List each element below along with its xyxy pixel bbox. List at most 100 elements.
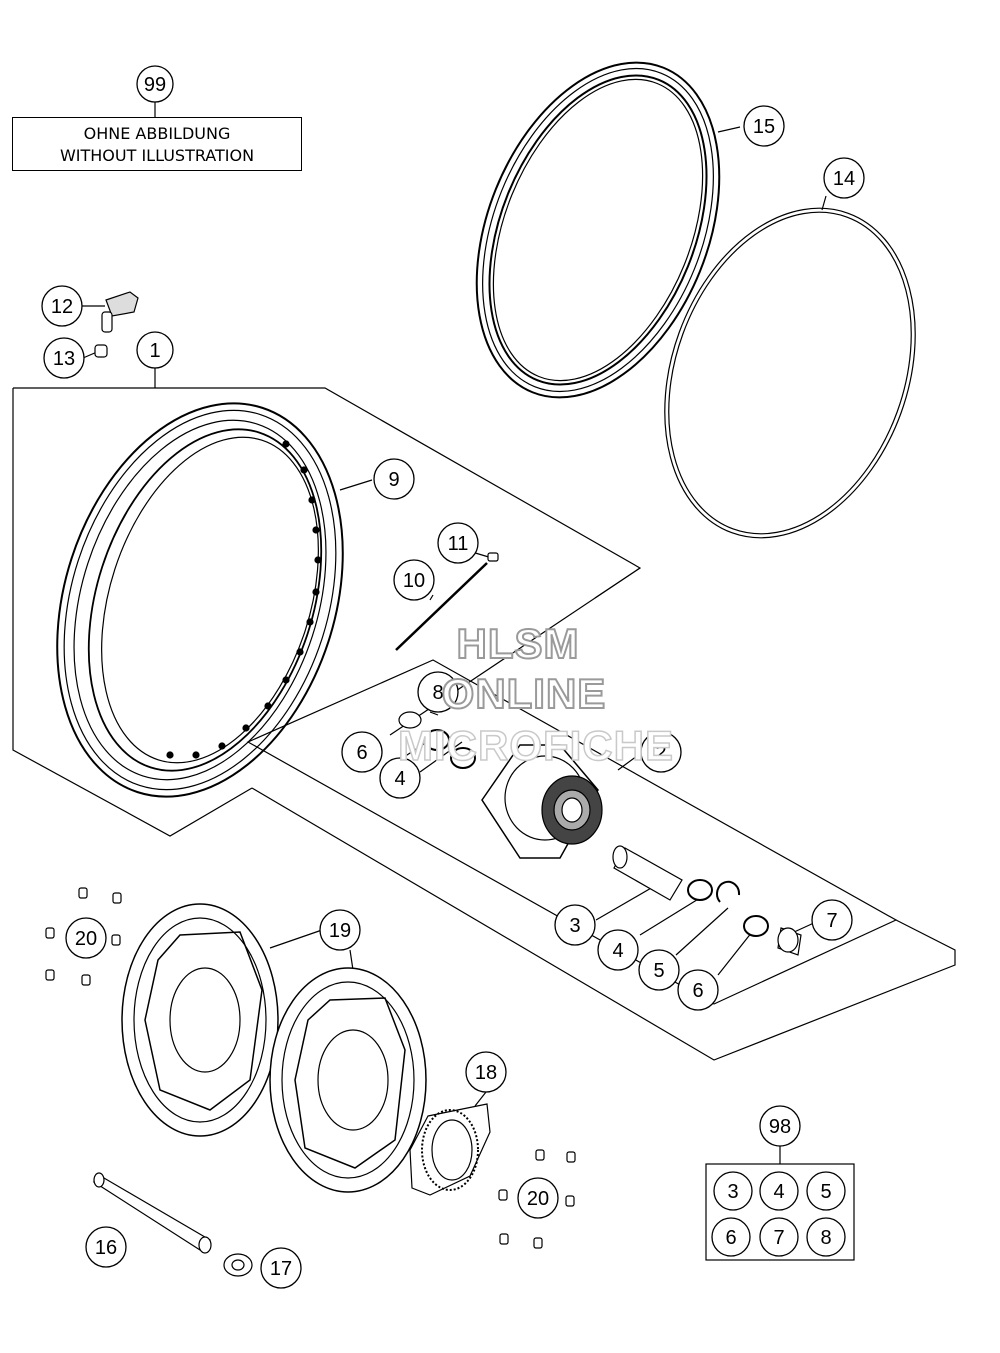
spoke-part-10 xyxy=(395,562,488,651)
leader-line xyxy=(429,594,434,601)
callout-13-label: 13 xyxy=(53,348,75,370)
callout-1-label: 1 xyxy=(149,340,160,362)
callout-2-circle xyxy=(640,731,682,773)
callout-10-label: 10 xyxy=(403,570,425,592)
callout-3-label: 3 xyxy=(569,915,580,937)
callout-4-circle-b xyxy=(597,929,639,971)
kit-98-item-label: 4 xyxy=(773,1181,784,1203)
kit-98-item-label: 6 xyxy=(725,1227,736,1249)
callout-4-label-a: 4 xyxy=(394,768,405,790)
callout-6-circle-a xyxy=(341,731,383,773)
callout-12-circle xyxy=(41,285,83,327)
callout-14-label: 14 xyxy=(833,168,855,190)
spacer-part-7 xyxy=(777,927,802,956)
callout-98-label: 98 xyxy=(769,1116,791,1138)
bearing-part-4-right xyxy=(687,879,713,901)
callout-5-label: 5 xyxy=(653,960,664,982)
callout-14-circle xyxy=(823,157,865,199)
leader-line xyxy=(419,741,463,773)
spacer-part-8 xyxy=(398,711,422,729)
callout-99-circle xyxy=(136,65,174,103)
kit-98-item-label: 8 xyxy=(820,1227,831,1249)
leader-line xyxy=(339,479,373,491)
callout-16-label: 16 xyxy=(95,1237,117,1259)
callout-9-circle xyxy=(373,458,415,500)
callout-8-label: 8 xyxy=(432,682,443,704)
callout-12-label: 12 xyxy=(51,296,73,318)
brake-disc-part-19-rear xyxy=(269,967,427,1193)
callout-18-circle xyxy=(465,1051,507,1093)
leader-line xyxy=(429,711,439,716)
rim-band-part-14 xyxy=(664,207,916,539)
callout-20-label-b: 20 xyxy=(527,1188,549,1210)
hub-part-2 xyxy=(481,744,603,859)
leader-line xyxy=(269,929,323,949)
kit-98-item-circle xyxy=(713,1171,753,1211)
kit-98-item-label: 5 xyxy=(820,1181,831,1203)
callout-11-label: 11 xyxy=(448,533,469,555)
valve-cap-part-13 xyxy=(94,344,108,358)
leader-line xyxy=(821,195,827,211)
valve-part-12 xyxy=(101,291,139,333)
kit-98-item-label: 3 xyxy=(727,1181,738,1203)
callout-13-circle xyxy=(43,337,85,379)
leader-line xyxy=(474,1091,487,1107)
kit-98-item-circle xyxy=(806,1217,846,1257)
tyre-part-15 xyxy=(475,61,721,399)
leader-line xyxy=(617,752,642,771)
note-line-de: OHNE ABBILDUNG xyxy=(83,124,231,143)
callout-20-circle-a xyxy=(65,917,107,959)
callout-1-circle xyxy=(136,331,174,369)
circlip-part-5 xyxy=(716,880,741,903)
callout-98-circle xyxy=(759,1105,801,1147)
callout-20-circle-b xyxy=(517,1177,559,1219)
callout-20-label-a: 20 xyxy=(75,928,97,950)
callout-8-circle xyxy=(417,671,459,713)
rim-part-9 xyxy=(56,402,344,798)
callout-6-label-a: 6 xyxy=(356,742,367,764)
note-line-en: WITHOUT ILLUSTRATION xyxy=(59,146,255,165)
watermark-line-3: MICROFICHE xyxy=(397,721,674,770)
callout-10-circle xyxy=(393,559,435,601)
kit-98-item-circle xyxy=(711,1217,751,1257)
leader-line xyxy=(717,931,753,976)
callout-11-circle xyxy=(437,522,479,564)
seal-part-6-left xyxy=(424,729,450,751)
tone-wheel-part-18 xyxy=(409,1103,491,1196)
callout-15-label: 15 xyxy=(753,116,775,138)
callout-17-label: 17 xyxy=(270,1258,292,1280)
kit-98-box xyxy=(705,1163,855,1261)
callout-4-label-b: 4 xyxy=(612,940,623,962)
kit-98-item-label: 7 xyxy=(773,1227,784,1249)
without-illustration-note: OHNE ABBILDUNG WITHOUT ILLUSTRATION xyxy=(12,117,302,171)
callout-15-circle xyxy=(743,105,785,147)
watermark-line-1: HLSM xyxy=(456,619,580,668)
axle-part-16 xyxy=(92,1172,212,1254)
watermark-line-2: ONLINE xyxy=(441,669,607,718)
kit-98-item-circle xyxy=(759,1217,799,1257)
callout-7-label: 7 xyxy=(826,910,837,932)
callout-19-label: 19 xyxy=(329,920,351,942)
callout-3-circle xyxy=(554,904,596,946)
brake-disc-part-19-front xyxy=(121,903,279,1137)
callout-6-label-b: 6 xyxy=(692,980,703,1002)
callout-9-label: 9 xyxy=(388,469,399,491)
callout-99-label: 99 xyxy=(144,74,166,96)
callout-7-circle xyxy=(811,899,853,941)
bolts-part-20-upper xyxy=(45,887,122,986)
nipple-part-11 xyxy=(487,552,499,562)
leader-line xyxy=(717,126,741,133)
callout-17-circle xyxy=(260,1247,302,1289)
seal-part-6-right xyxy=(743,915,769,937)
leader-line xyxy=(639,897,701,936)
callout-4-circle-a xyxy=(379,757,421,799)
callout-2-label: 2 xyxy=(655,742,666,764)
kit-98-item-circle xyxy=(806,1171,846,1211)
callout-6-circle-b xyxy=(677,969,719,1011)
axle-nut-part-17 xyxy=(223,1253,253,1277)
leader-line xyxy=(675,907,729,956)
callout-18-label: 18 xyxy=(475,1062,497,1084)
kit-98-item-circle xyxy=(759,1171,799,1211)
